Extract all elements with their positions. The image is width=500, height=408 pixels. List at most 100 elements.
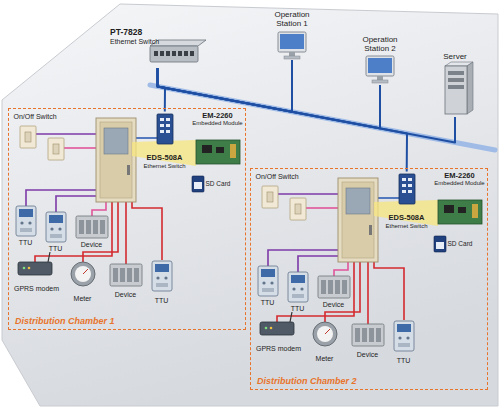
network-link (158, 60, 293, 112)
module-node: EM-2260Embedded Module (434, 172, 486, 228)
network-link (158, 68, 166, 112)
switch-node: EDS-508AEthernet Switch (382, 172, 432, 230)
node-label: EM-2260Embedded Module (192, 112, 244, 128)
server-drive (448, 85, 464, 89)
node-label: Distribution Chamber 2 (257, 376, 427, 386)
device-node: GPRS modem (254, 318, 304, 354)
node-label: Device (314, 301, 354, 309)
node-subtitle: Embedded Module (192, 120, 244, 127)
node-title: On/Off Switch (14, 113, 80, 121)
switch-port (184, 51, 188, 56)
device-node: TTU (42, 210, 70, 254)
node-title: Meter (66, 295, 100, 303)
node-label: On/Off Switch (14, 113, 80, 121)
node-title: SD Card (206, 180, 242, 187)
card-node: SD Card (428, 232, 486, 260)
node-label: TTU (148, 297, 176, 305)
device-node: TTU (284, 270, 312, 314)
node-title: TTU (284, 305, 312, 313)
server-drive (448, 71, 464, 75)
node-label: EDS-508AEthernet Switch (140, 154, 190, 170)
station-node: Operation Station 1 (252, 10, 332, 60)
network-link (158, 68, 408, 172)
switch-port (160, 51, 164, 56)
module-node: EM-2260Embedded Module (192, 112, 244, 168)
node-title: Device (350, 351, 386, 359)
node-label: Operation Station 2 (355, 35, 405, 53)
node-title: Distribution Chamber 1 (15, 316, 185, 326)
device-node: TTU (254, 264, 282, 308)
node-label: TTU (12, 239, 40, 247)
device-node: Device (108, 262, 144, 300)
node-title: TTU (254, 299, 282, 307)
station-node: Operation Station 2 (350, 35, 410, 85)
card-node: SD Card (186, 172, 244, 200)
node-title: EDS-508A (140, 154, 190, 163)
workstation-icon (366, 56, 394, 83)
node-label: EM-2260Embedded Module (434, 172, 486, 188)
chamber-art (16, 114, 240, 291)
workstation-icon (278, 32, 306, 59)
switch-port (166, 51, 170, 56)
node-label: TTU (254, 299, 282, 307)
device-node: Meter (308, 318, 342, 364)
platform (2, 4, 498, 406)
switch-node: On/Off Switch (254, 172, 324, 228)
node-subtitle: Embedded Module (434, 180, 486, 187)
node-label: Device (350, 351, 386, 359)
device-node: TTU (390, 318, 418, 366)
switch-node: EDS-508AEthernet Switch (140, 112, 190, 170)
node-title: On/Off Switch (256, 173, 322, 181)
node-title: Device (314, 301, 354, 309)
device-node: Device (350, 322, 386, 360)
node-label: Server (430, 52, 480, 61)
node-title: GPRS modem (254, 345, 304, 353)
node-label: TTU (390, 357, 418, 365)
node-label: Meter (66, 295, 100, 303)
server-icon (445, 66, 467, 114)
node-label: PT-7828Ethernet Switch (110, 28, 172, 46)
node-label: On/Off Switch (256, 173, 322, 181)
node-label: GPRS modem (254, 345, 304, 353)
node-title: GPRS modem (12, 285, 62, 293)
node-label: Device (72, 241, 112, 249)
node-label: Meter (308, 355, 342, 363)
node-title: Device (108, 291, 144, 299)
server-node: Server (430, 52, 480, 117)
node-label: EDS-508AEthernet Switch (382, 214, 432, 230)
node-title: EDS-508A (382, 214, 432, 223)
node-title: Operation Station 1 (267, 10, 317, 28)
node-subtitle: Ethernet Switch (110, 38, 172, 46)
node-title: Meter (308, 355, 342, 363)
node-title: TTU (12, 239, 40, 247)
node-title: SD Card (448, 240, 484, 247)
node-label: TTU (284, 305, 312, 313)
switch-node: PT-7828Ethernet Switch (110, 28, 205, 68)
switch-port (190, 51, 194, 56)
chamber-box: Distribution Chamber 1 On/Off SwitchEDS-5… (8, 108, 246, 330)
node-title: EM-2260 (192, 112, 244, 121)
device-node: TTU (148, 258, 176, 306)
node-title: PT-7828 (110, 28, 172, 38)
chamber-box: Distribution Chamber 2 On/Off SwitchEDS-5… (250, 168, 488, 390)
network-link (158, 68, 456, 143)
device-node: Device (72, 214, 112, 250)
chamber-art (258, 174, 482, 351)
node-title: Operation Station 2 (355, 35, 405, 53)
switch-node: On/Off Switch (12, 112, 82, 168)
node-title: Server (430, 52, 480, 61)
pt-switch-icon (150, 46, 198, 62)
switch-port (178, 51, 182, 56)
node-label: TTU (42, 245, 70, 253)
server-side (467, 62, 473, 114)
node-label: SD Card (206, 180, 242, 187)
device-node: GPRS modem (12, 258, 62, 294)
device-node: TTU (12, 204, 40, 248)
node-subtitle: Ethernet Switch (140, 163, 190, 170)
network-link (158, 68, 381, 128)
node-title: TTU (148, 297, 176, 305)
node-label: Distribution Chamber 1 (15, 316, 185, 326)
node-label: Operation Station 1 (267, 10, 317, 28)
device-node: Meter (66, 258, 100, 304)
